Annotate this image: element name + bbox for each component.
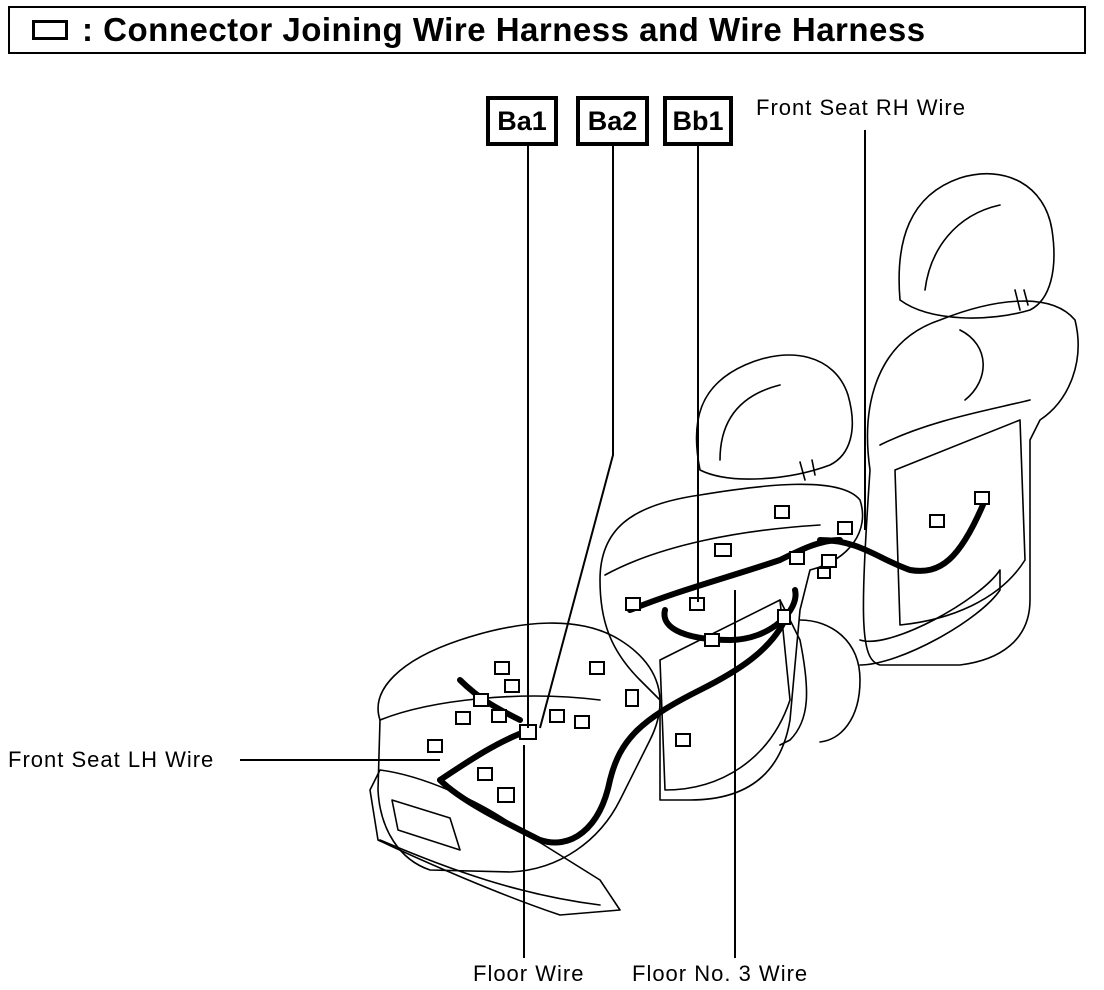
diagram-title-bar: : Connector Joining Wire Harness and Wir… xyxy=(8,6,1086,54)
lh-headrest xyxy=(695,354,854,480)
rh-harness-bundle xyxy=(817,497,988,574)
rh-headrest xyxy=(898,173,1055,319)
connector-label-ba1: Ba1 xyxy=(486,96,558,146)
connector-label-bb1: Bb1 xyxy=(663,96,733,146)
lh-seat-base xyxy=(369,769,621,916)
connector-legend-icon xyxy=(32,20,68,40)
connector-label-ba2: Ba2 xyxy=(576,96,649,146)
diagram-title: : Connector Joining Wire Harness and Wir… xyxy=(82,11,926,48)
label-floor-no3-wire: Floor No. 3 Wire xyxy=(632,961,809,986)
ba2-leader xyxy=(539,146,614,729)
label-front-seat-rh-wire: Front Seat RH Wire xyxy=(756,95,966,120)
floor-harness-bundle xyxy=(437,617,788,846)
lh-seatback xyxy=(599,483,864,801)
center-harness-bundle xyxy=(627,537,843,613)
label-floor-wire: Floor Wire xyxy=(473,961,585,986)
label-front-seat-lh-wire: Front Seat LH Wire xyxy=(8,747,215,772)
lh-seat-cushion xyxy=(377,622,661,873)
rh-seatback xyxy=(862,300,1079,666)
